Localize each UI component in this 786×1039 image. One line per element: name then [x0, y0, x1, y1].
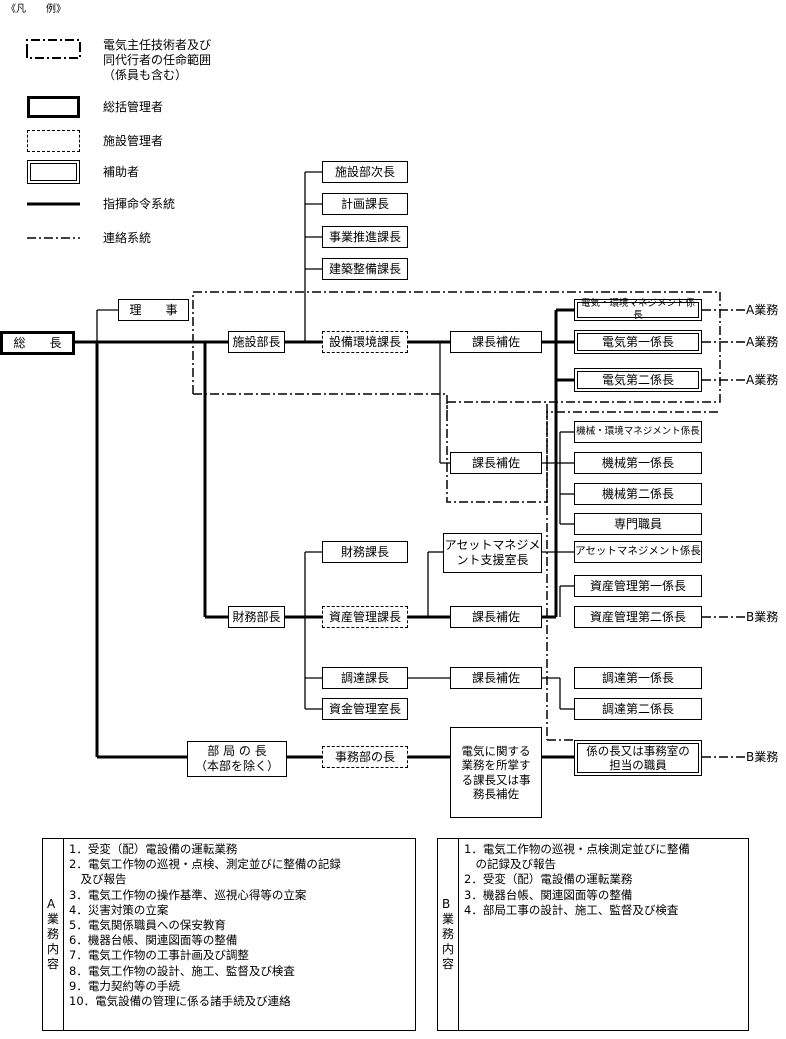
legend-general-symbol: [27, 96, 80, 118]
legend-scope-symbol: [26, 39, 81, 53]
legend-facility-symbol: [27, 130, 80, 152]
duties-b-item: 2．受変（配）電設備の運転業務: [464, 872, 633, 887]
elec-first-box: 電気第一係長: [574, 330, 702, 354]
tag-b-1: B業務: [746, 610, 779, 624]
duties-b-item: 1．電気工作物の巡視・点検測定並びに整備: [464, 842, 690, 856]
elec-second-box: 電気第二係長: [574, 368, 702, 392]
assistant-chief-2-box: 課長補佐: [450, 452, 542, 474]
legend-scope-label: 電気主任技術者及び 同代行者の任命範囲 （係員も含む）: [103, 38, 212, 82]
president-box: 総 長: [0, 331, 75, 355]
duties-b-panel: B 業 務 内 容 1．電気工作物の巡視・点検測定並びに整備 の記録及び報告 2…: [437, 838, 749, 1031]
duties-a-item: 9．電力契約等の手続: [69, 978, 180, 993]
asset-mgmt-subchief-box: アセットマネジメント係長: [574, 541, 702, 563]
duties-a-item: 3．電気工作物の操作基準、巡視心得等の立案: [69, 887, 307, 902]
assistant-chief-4-box: 課長補佐: [450, 667, 542, 689]
legend-title: 《凡 例》: [6, 4, 66, 15]
duties-a-item: 10．電気設備の管理に係る諸手続及び連絡: [69, 994, 291, 1009]
asset-second-box: 資産管理第二係長: [574, 606, 702, 628]
section-head-staff-box: 係の長又は事務室の 担当の職員: [574, 740, 702, 776]
duties-a-panel: A 業 務 内 容 1．受変（配）電設備の運転業務 2．電気工作物の巡視・点検、…: [42, 838, 416, 1031]
admin-dept-head-box: 事務部の長: [322, 746, 408, 768]
legend-facility-label: 施設管理者: [103, 134, 164, 148]
facilities-dept-head-box: 施設部長: [228, 331, 285, 353]
tag-a-1: A業務: [746, 303, 779, 317]
planning-chief-box: 計画課長: [322, 193, 408, 215]
duties-a-item: 8．電気工作物の設計、施工、監督及び検査: [69, 963, 295, 978]
equipment-env-chief-box: 設備環境課長: [322, 331, 408, 353]
specialist-box: 専門職員: [574, 513, 702, 535]
duties-b-item: 4．部局工事の設計、施工、監督及び検査: [464, 902, 679, 917]
director-box: 理 事: [118, 299, 189, 321]
duties-a-item: 5．電気関係職員への保安教育: [69, 918, 226, 933]
legend-assistant-label: 補助者: [103, 165, 140, 179]
duties-a-side-label: A 業 務 内 容: [43, 839, 64, 1030]
duties-a-list: 1．受変（配）電設備の運転業務 2．電気工作物の巡視・点検、測定並びに整備の記録…: [43, 839, 415, 1009]
asset-mgmt-chief-box: 資産管理課長: [322, 606, 408, 628]
building-chief-box: 建築整備課長: [322, 258, 408, 280]
tag-b-2: B業務: [746, 750, 779, 764]
legend-general-label: 総括管理者: [103, 100, 164, 114]
funds-mgmt-head-box: 資金管理室長: [322, 698, 408, 720]
mech-second-box: 機械第二係長: [574, 483, 702, 505]
duties-b-side-label: B 業 務 内 容: [438, 839, 459, 1030]
tag-a-3: A業務: [746, 373, 779, 387]
duties-b-item: の記録及び報告: [464, 857, 556, 872]
duties-a-item: 4．災害対策の立案: [69, 902, 169, 917]
facilities-deputy-box: 施設部次長: [322, 161, 408, 183]
elec-env-mgmt-box: 電気・環境マネジメント係長: [574, 298, 702, 321]
duties-b-item: 3．機器台帳、関連図面等の整備: [464, 887, 633, 902]
asset-support-head-box: アセットマネジメ ント支援室長: [443, 533, 542, 573]
assistant-chief-3-box: 課長補佐: [450, 606, 542, 628]
duties-b-list: 1．電気工作物の巡視・点検測定並びに整備 の記録及び報告 2．受変（配）電設備の…: [438, 839, 748, 918]
asset-first-box: 資産管理第一係長: [574, 575, 702, 597]
project-chief-box: 事業推進課長: [322, 226, 408, 248]
duties-a-item: 1．受変（配）電設備の運転業務: [69, 842, 238, 856]
assistant-chief-1-box: 課長補佐: [450, 331, 542, 353]
finance-chief-box: 財務課長: [322, 541, 408, 563]
legend-command-label: 指揮命令系統: [103, 197, 176, 211]
legend-contact-label: 連絡系統: [103, 231, 152, 245]
duties-a-item: 6．機器台帳、関連図面等の整備: [69, 933, 238, 948]
electrical-chief-box: 電気に関する 業務を所掌す る課長又は事 務長補佐: [450, 727, 542, 818]
procurement-chief-box: 調達課長: [322, 667, 408, 689]
procurement-second-box: 調達第二係長: [574, 698, 702, 720]
procurement-first-box: 調達第一係長: [574, 667, 702, 689]
duties-a-item: 7．電気工作物の工事計画及び調整: [69, 948, 249, 963]
duties-a-item: 及び報告: [69, 872, 127, 887]
department-head-box: 部 局 の 長 （本部を除く）: [187, 741, 287, 777]
mech-env-mgmt-box: 機械・環境マネジメント係長: [574, 421, 702, 443]
mech-first-box: 機械第一係長: [574, 452, 702, 474]
tag-a-2: A業務: [746, 335, 779, 349]
duties-a-item: 2．電気工作物の巡視・点検、測定並びに整備の記録: [69, 857, 341, 872]
finance-dept-head-box: 財務部長: [228, 606, 285, 628]
legend-assistant-symbol: [27, 160, 80, 184]
